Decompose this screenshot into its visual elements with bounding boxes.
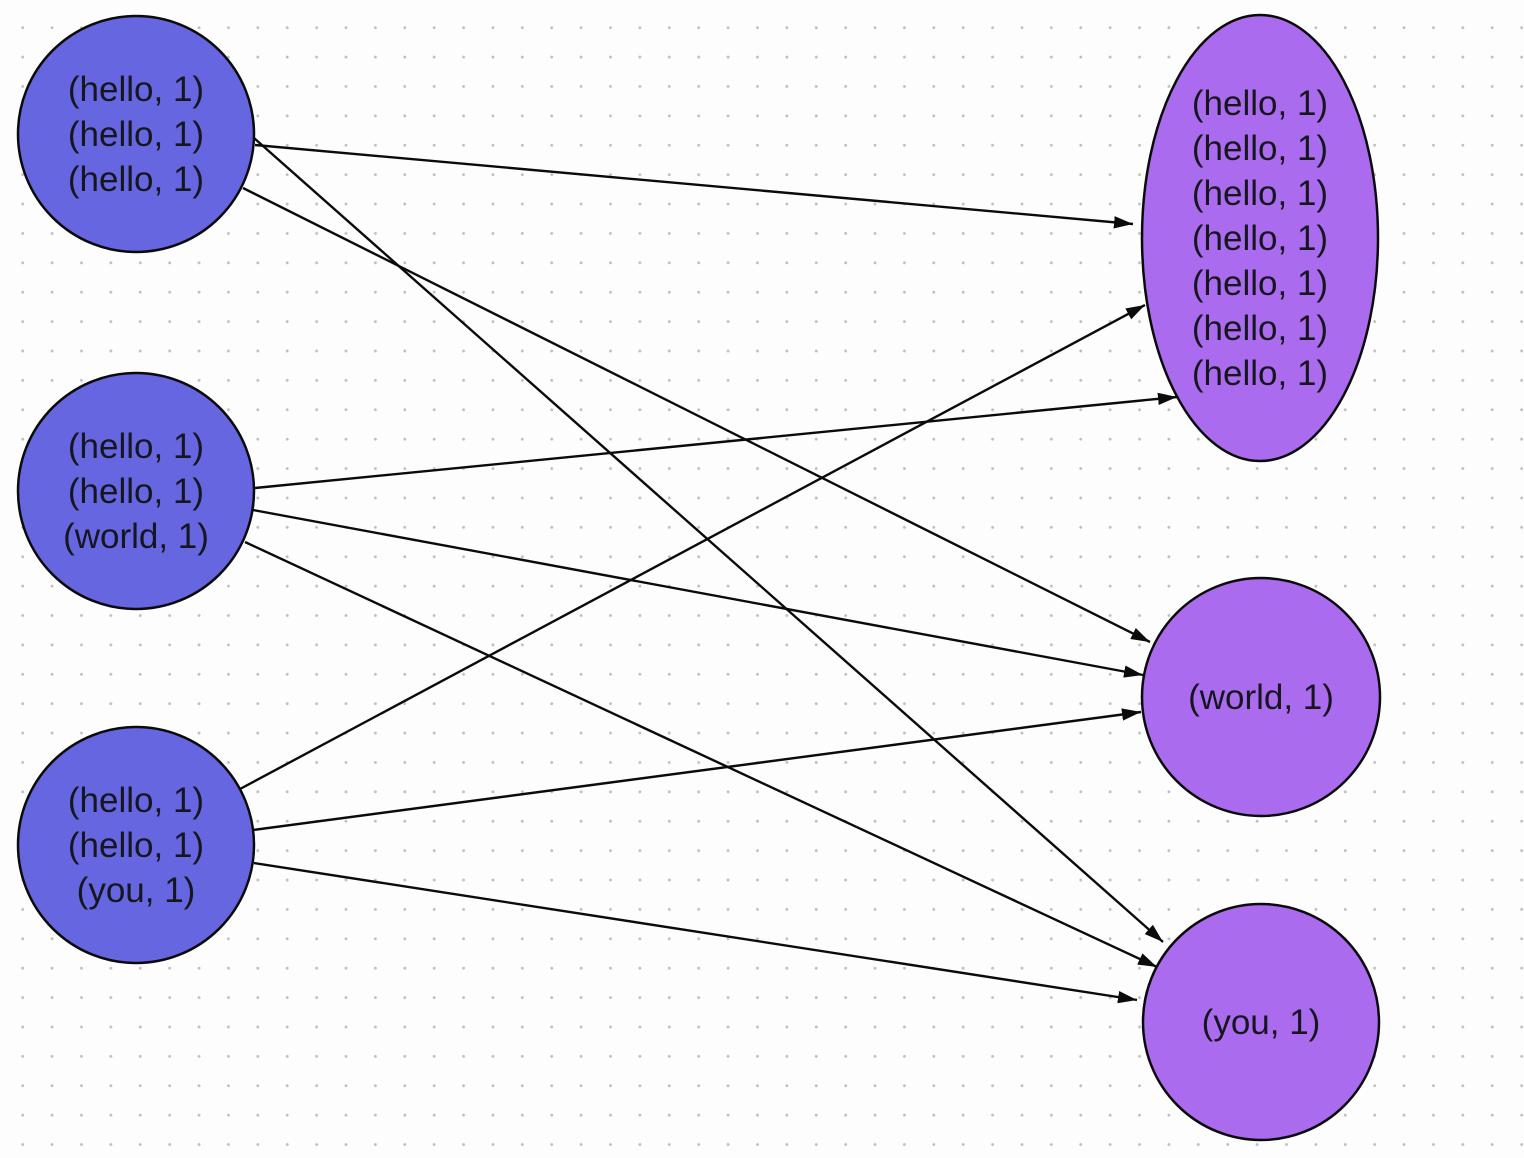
edge-m2-r2 — [252, 508, 1144, 678]
edge-m3-r3 — [253, 861, 1138, 1004]
node-label-line: (you, 1) — [1202, 1003, 1321, 1042]
reduce-node-r3: (you, 1) — [1141, 902, 1381, 1142]
node-label-line: (hello, 1) — [1192, 174, 1328, 213]
edge-m2-r1 — [254, 392, 1178, 490]
node-label-line: (hello, 1) — [68, 427, 204, 466]
node-label-line: (hello, 1) — [68, 115, 204, 154]
edge-m3-r2 — [252, 708, 1142, 832]
map-node-m3: (hello, 1) (hello, 1) (you, 1) — [16, 725, 256, 965]
edge-m3-r1 — [239, 303, 1146, 791]
nodes-layer: (hello, 1)(hello, 1)(hello, 1)(hello, 1)… — [16, 13, 1382, 1142]
node-label-line: (hello, 1) — [68, 472, 204, 511]
node-label-line: (world, 1) — [63, 517, 209, 556]
node-label-line: (hello, 1) — [1192, 309, 1328, 348]
node-label-line: (hello, 1) — [68, 160, 204, 199]
node-label-line: (hello, 1) — [68, 826, 204, 865]
node-label-line: (world, 1) — [1188, 678, 1334, 717]
map-node-m1: (hello, 1) (hello, 1) (hello, 1) — [16, 14, 256, 254]
map-node-shape — [16, 371, 256, 611]
map-node-shape — [16, 14, 256, 254]
map-node-m2: (hello, 1) (hello, 1) (world, 1) — [16, 371, 256, 611]
edge-m1-r2 — [242, 186, 1151, 644]
node-label-line: (hello, 1) — [68, 781, 204, 820]
node-label-line: (hello, 1) — [1192, 219, 1328, 258]
reduce-node-shape — [1140, 576, 1382, 818]
edge-m1-r3 — [253, 137, 1164, 943]
node-label-line: (hello, 1) — [68, 70, 204, 109]
node-label-line: (you, 1) — [77, 871, 196, 910]
reduce-node-r1: (hello, 1) (hello, 1) (hello, 1) (hello, 1)… — [1140, 13, 1380, 463]
node-label-line: (hello, 1) — [1192, 354, 1328, 393]
map-node-shape — [16, 725, 256, 965]
edge-m2-r3 — [244, 540, 1158, 969]
node-label-line: (hello, 1) — [1192, 264, 1328, 303]
edges-layer — [239, 137, 1178, 1004]
node-label-line: (hello, 1) — [1192, 129, 1328, 168]
edge-m1-r1 — [254, 143, 1134, 229]
node-label-line: (hello, 1) — [1192, 84, 1328, 123]
reduce-node-shape — [1140, 13, 1380, 463]
reduce-node-r2: (world, 1) — [1140, 576, 1382, 818]
reduce-node-shape — [1141, 902, 1381, 1142]
